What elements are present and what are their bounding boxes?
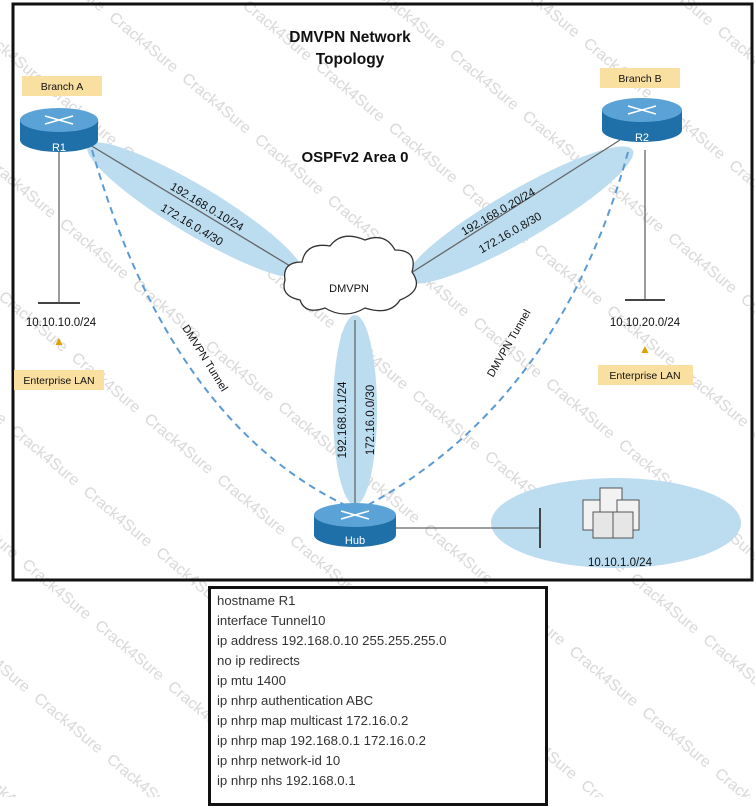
- config-box: hostname R1 interface Tunnel10 ip address …: [208, 586, 548, 806]
- dmvpn-cloud-icon: [283, 235, 418, 315]
- lan-a-arrow-icon: ▲: [53, 334, 65, 348]
- hub-label: Hub: [345, 535, 365, 547]
- lan-b-tag: [598, 365, 693, 385]
- config-line: ip mtu 1400: [217, 673, 286, 688]
- tunnel-r1-hub: [91, 149, 346, 506]
- link-highlight-r2: [406, 146, 634, 284]
- link-r2-cloud: [399, 139, 621, 281]
- cloud-label: DMVPN: [329, 283, 369, 295]
- config-line: hostname R1: [217, 593, 296, 608]
- lan-b-subnet: 10.10.20.0/24: [610, 317, 681, 329]
- hub-lan-subnet: 10.10.1.0/24: [588, 557, 653, 569]
- title-line2: Topology: [316, 51, 385, 68]
- config-line: no ip redirects: [217, 653, 300, 668]
- config-line: interface Tunnel10: [217, 613, 326, 628]
- lan-b-arrow-icon: ▲: [639, 342, 651, 356]
- lan-a-tag: [14, 370, 104, 390]
- branch-b-label: Branch B: [618, 73, 661, 85]
- config-line: ip nhrp map multicast 172.16.0.2: [217, 713, 409, 728]
- router-r2-icon: [602, 98, 682, 142]
- hub-nbma-ip: 172.16.0.0/30: [365, 385, 377, 455]
- branch-b-tag: [600, 68, 680, 88]
- config-line: ip nhrp nhs 192.168.0.1: [217, 773, 356, 788]
- config-line: ip nhrp network-id 10: [217, 753, 341, 768]
- lan-a-label: Enterprise LAN: [23, 375, 94, 387]
- diagram-frame: [11, 2, 754, 582]
- config-line: ip nhrp map 192.168.0.1 172.16.0.2: [217, 733, 426, 748]
- hub-tunnel-ip: 192.168.0.1/24: [337, 381, 349, 458]
- r2-label: R2: [635, 132, 649, 144]
- link-r1-cloud: [89, 144, 301, 273]
- area-label: OSPFv2 Area 0: [302, 149, 409, 166]
- config-line: ip nhrp authentication ABC: [217, 693, 374, 708]
- title-line1: DMVPN Network: [289, 29, 411, 46]
- config-line: ip address 192.168.0.10 255.255.255.0: [217, 633, 447, 648]
- router-hub-icon: [314, 503, 396, 547]
- branch-a-tag: [22, 76, 102, 96]
- lan-a-subnet: 10.10.10.0/24: [26, 317, 97, 329]
- lan-b-label: Enterprise LAN: [609, 370, 680, 382]
- server-cluster-icon: [582, 487, 640, 539]
- router-r1-icon: [20, 108, 98, 152]
- branch-a-label: Branch A: [41, 81, 84, 93]
- r1-label: R1: [52, 142, 66, 154]
